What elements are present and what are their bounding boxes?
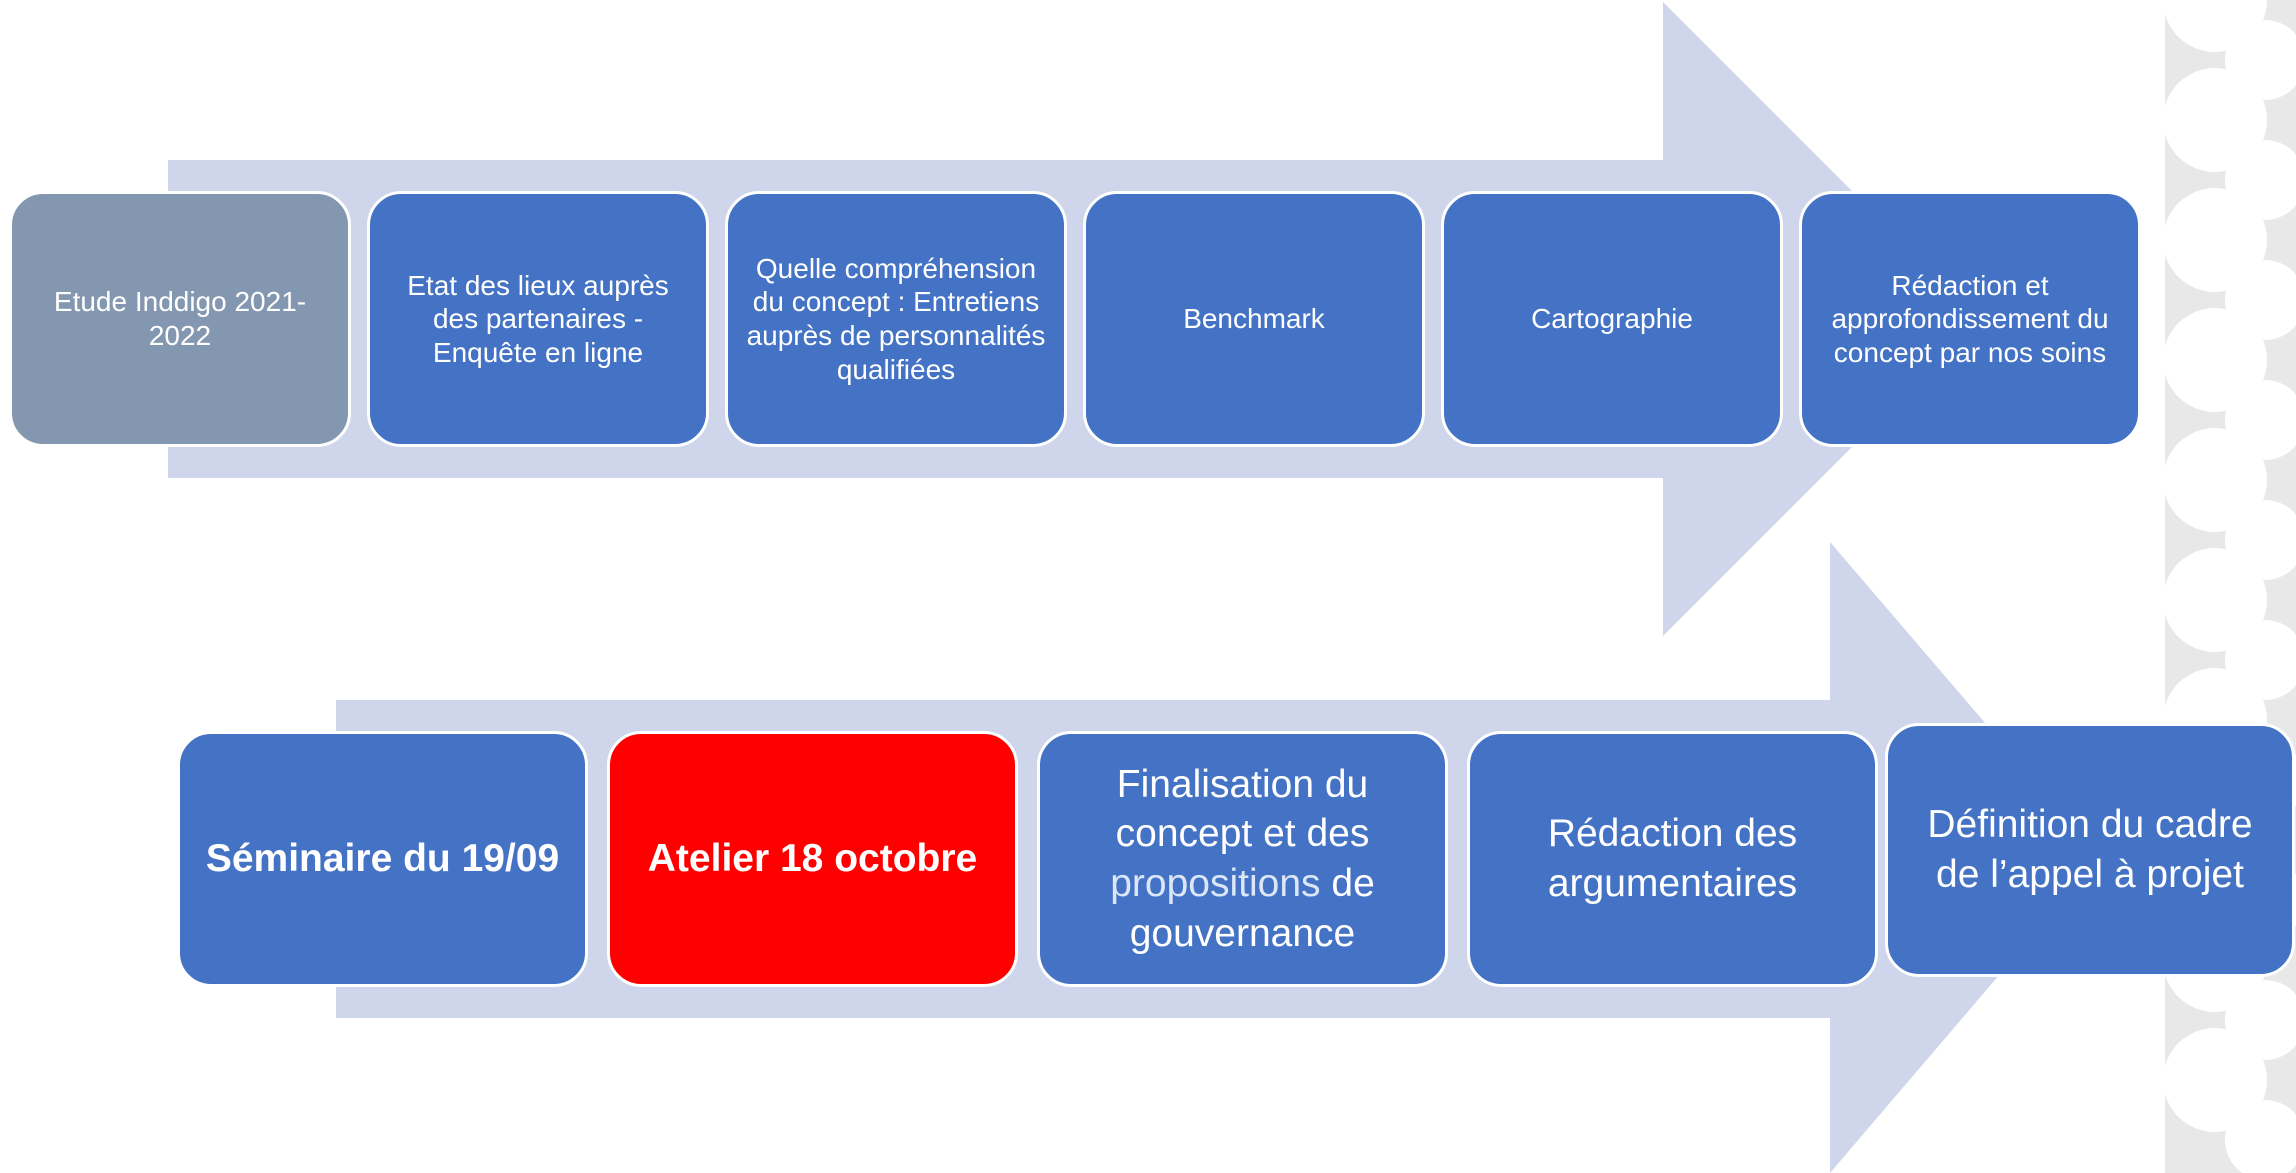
step-label: Séminaire du 19/09 — [205, 837, 560, 881]
side-circle-pattern — [2163, 0, 2296, 1173]
step-label: Cartographie — [1531, 303, 1693, 335]
step-label: Quelle compréhension du concept : Entret… — [746, 252, 1046, 385]
step-etude-inddigo: Etude Inddigo 2021-2022 — [9, 191, 351, 447]
step-redaction-argumentaires: Rédaction des argumentaires — [1467, 731, 1878, 987]
step-redaction-concept: Rédaction et approfondissement du concep… — [1799, 191, 2141, 447]
step-label: Benchmark — [1183, 303, 1325, 335]
step-label-part-highlight: propositions — [1110, 862, 1332, 905]
step-etat-des-lieux: Etat des lieux auprès des partenaires - … — [367, 191, 709, 447]
step-label: Etude Inddigo 2021-2022 — [53, 286, 307, 351]
step-label: Définition du cadre de l’appel à projet — [1927, 803, 2253, 896]
step-label: Rédaction et approfondissement du concep… — [1831, 269, 2109, 368]
step-comprehension-concept: Quelle compréhension du concept : Entret… — [725, 191, 1067, 447]
step-label: Etat des lieux auprès des partenaires - … — [407, 269, 669, 368]
step-label: Rédaction des argumentaires — [1547, 812, 1798, 905]
step-label-part: de gouvernance — [1129, 862, 1375, 955]
step-label: Finalisation du concept et des propositi… — [1058, 760, 1427, 958]
process-arrow-top — [168, 2, 1980, 636]
step-atelier: Atelier 18 octobre — [607, 731, 1018, 987]
step-label: Atelier 18 octobre — [647, 837, 978, 881]
step-finalisation: Finalisation du concept et des propositi… — [1037, 731, 1448, 987]
step-definition-cadre: Définition du cadre de l’appel à projet — [1885, 723, 2295, 977]
step-label-part: Finalisation du concept et des — [1115, 762, 1370, 856]
step-seminaire: Séminaire du 19/09 — [177, 731, 588, 987]
step-cartographie: Cartographie — [1441, 191, 1783, 447]
step-benchmark: Benchmark — [1083, 191, 1425, 447]
